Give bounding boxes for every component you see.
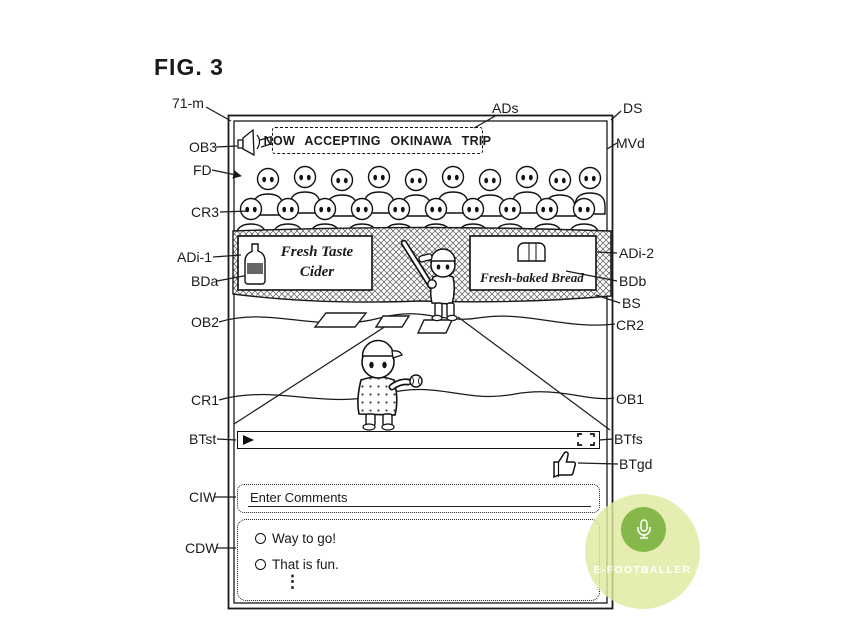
- ad-bread-text: Fresh-baked Bread: [480, 270, 584, 285]
- announcement-text: NOW ACCEPTING OKINAWA TRIP: [263, 133, 492, 148]
- watermark-text: E-FOOTBALLER: [593, 564, 692, 576]
- input-underline: [248, 505, 591, 507]
- label-adi1: ADi-1: [177, 249, 213, 265]
- megaphone-icon: [237, 128, 261, 157]
- label-bs: BS: [622, 295, 641, 311]
- thumbs-up-icon[interactable]: [553, 451, 577, 479]
- radio-icon[interactable]: [255, 533, 266, 544]
- home-plate: [416, 319, 454, 334]
- comment-input-placeholder: Enter Comments: [250, 490, 348, 505]
- label-btst: BTst: [189, 431, 217, 447]
- label-ob3: OB3: [189, 139, 218, 155]
- play-icon[interactable]: [243, 434, 254, 445]
- ad-cider-text: Fresh Taste Cider: [280, 244, 354, 280]
- label-71m: 71-m: [172, 95, 204, 111]
- baseball: [409, 374, 423, 388]
- label-mvd: MVd: [616, 135, 645, 151]
- more-options-ellipsis[interactable]: ⋮: [284, 572, 301, 591]
- ad-banner-bread[interactable]: Fresh-baked Bread: [470, 236, 596, 290]
- pitcher-character: [357, 339, 423, 431]
- label-cr1: CR1: [191, 392, 220, 408]
- baseball-field: [233, 312, 611, 431]
- comment-option[interactable]: That is fun.: [272, 557, 339, 572]
- label-ds: DS: [623, 100, 643, 116]
- ad-banner-cider[interactable]: Fresh Taste Cider: [238, 236, 372, 290]
- video-control-bar[interactable]: [237, 431, 600, 449]
- fd-arrow: [211, 169, 242, 179]
- label-bdb: BDb: [619, 273, 647, 289]
- comment-input[interactable]: Enter Comments: [237, 484, 600, 513]
- batter-character: [400, 239, 458, 322]
- label-ciw: CIW: [189, 489, 217, 505]
- figure-title: FIG. 3: [154, 54, 224, 80]
- label-cdw: CDW: [185, 540, 219, 556]
- fullscreen-icon[interactable]: [577, 433, 595, 446]
- comment-option[interactable]: Way to go!: [272, 531, 337, 546]
- label-ads: ADs: [492, 100, 519, 116]
- announcement-banner[interactable]: NOW ACCEPTING OKINAWA TRIP: [264, 127, 491, 154]
- label-cr3: CR3: [191, 204, 220, 220]
- label-cr2: CR2: [616, 317, 645, 333]
- bread-icon: [517, 242, 546, 262]
- label-bda: BDa: [191, 273, 219, 289]
- label-ob1: OB1: [616, 391, 645, 407]
- microphone-icon: [636, 519, 651, 539]
- radio-icon[interactable]: [255, 559, 266, 570]
- bottle-icon: [244, 243, 266, 285]
- watermark-badge: E-FOOTBALLER: [585, 494, 700, 609]
- comment-options[interactable]: Way to go! That is fun. ⋮: [237, 519, 600, 601]
- label-fd: FD: [193, 162, 212, 178]
- base: [313, 312, 368, 328]
- label-adi2: ADi-2: [619, 245, 655, 261]
- ad-right-frame: [469, 235, 597, 291]
- label-btfs: BTfs: [614, 431, 643, 447]
- base: [374, 315, 411, 328]
- label-btgd: BTgd: [619, 456, 653, 472]
- watermark-logo-circle: [621, 507, 666, 552]
- label-ob2: OB2: [191, 314, 220, 330]
